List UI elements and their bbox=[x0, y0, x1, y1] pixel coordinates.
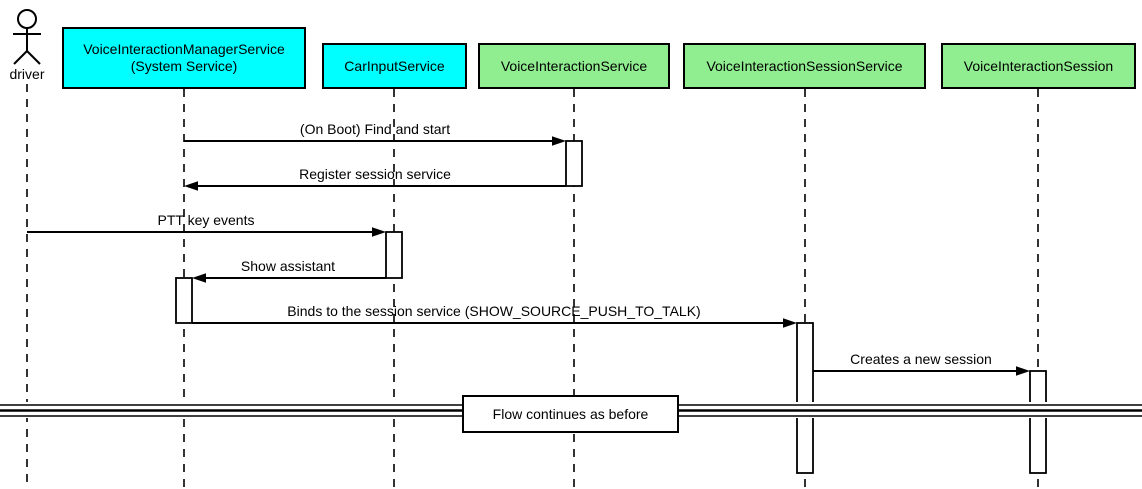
participant-label: VoiceInteractionSessionService bbox=[706, 57, 903, 74]
participant-label: CarInputService bbox=[344, 57, 445, 74]
activation-voiceinteractionsession bbox=[1029, 370, 1047, 474]
message-arrow-show-assistant bbox=[192, 273, 386, 283]
message-label-on-boot-find-and-start: (On Boot) Find and start bbox=[299, 121, 451, 137]
arrowhead-left-icon bbox=[192, 273, 206, 283]
activation-voiceinteractionsessionservice bbox=[796, 322, 814, 474]
participant-voiceinteractionmanagerservice: VoiceInteractionManagerService (System S… bbox=[62, 27, 306, 89]
arrowhead-right-icon bbox=[552, 136, 566, 146]
message-arrow-creates-a-new-session bbox=[813, 366, 1030, 376]
actor-leg-right bbox=[26, 50, 41, 65]
activation-voiceinteractionservice bbox=[565, 140, 583, 187]
activation-voiceinteractionmanagerservice bbox=[175, 277, 193, 324]
message-label-ptt-key-events: PTT key events bbox=[157, 212, 255, 228]
message-label-creates-a-new-session: Creates a new session bbox=[850, 351, 992, 367]
message-arrow-binds-to-session-service bbox=[192, 318, 797, 328]
participant-label: VoiceInteractionService bbox=[500, 57, 648, 74]
message-arrow-on-boot-find-and-start bbox=[184, 136, 566, 146]
message-label-binds-to-session-service: Binds to the session service (SHOW_SOURC… bbox=[287, 303, 701, 319]
participant-carinputservice: CarInputService bbox=[322, 43, 467, 89]
message-label-register-session-service: Register session service bbox=[299, 166, 451, 182]
arrowhead-right-icon bbox=[1016, 366, 1030, 376]
actor-label: driver bbox=[9, 66, 45, 82]
arrowhead-right-icon bbox=[372, 227, 386, 237]
participant-sublabel: (System Service) bbox=[130, 58, 238, 74]
arrowhead-right-icon bbox=[783, 318, 797, 328]
participant-label: VoiceInteractionSession bbox=[963, 57, 1114, 74]
divider-label-box: Flow continues as before bbox=[462, 395, 679, 433]
participant-voiceinteractionsessionservice: VoiceInteractionSessionService bbox=[683, 43, 926, 89]
participant-label: VoiceInteractionManagerService bbox=[83, 41, 285, 57]
actor-leg-left bbox=[13, 50, 28, 65]
actor-head bbox=[17, 9, 37, 29]
message-arrow-register-session-service bbox=[184, 181, 566, 191]
participant-voiceinteractionservice: VoiceInteractionService bbox=[478, 43, 670, 89]
actor-icon bbox=[13, 9, 41, 65]
message-arrow-ptt-key-events bbox=[27, 227, 386, 237]
participant-voiceinteractionsession: VoiceInteractionSession bbox=[941, 43, 1136, 89]
message-label-show-assistant: Show assistant bbox=[240, 258, 336, 274]
arrowhead-left-icon bbox=[184, 181, 198, 191]
divider-label: Flow continues as before bbox=[492, 406, 649, 422]
activation-carinputservice bbox=[385, 231, 403, 279]
